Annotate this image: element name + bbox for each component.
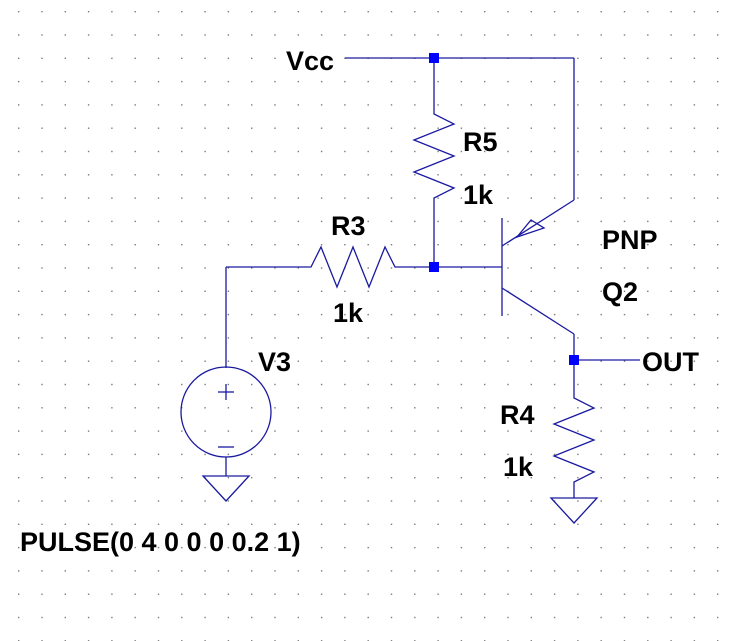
resistor-r5[interactable] (412, 106, 456, 208)
voltage-source-v3[interactable] (180, 366, 272, 458)
net-label-out: OUT (642, 347, 700, 377)
r5-value: 1k (463, 180, 494, 210)
q2-type: PNP (602, 225, 658, 255)
ground-v3-icon (201, 475, 251, 502)
r4-value: 1k (503, 452, 534, 482)
junction-base (429, 262, 439, 272)
net-label-vcc: Vcc (286, 46, 334, 76)
junction-vcc (429, 53, 439, 63)
r3-name: R3 (331, 211, 366, 241)
v3-name: V3 (258, 347, 291, 377)
transistor-q2-emitter-arrow (515, 219, 546, 239)
junction-out (569, 355, 579, 365)
transistor-q2-collector[interactable] (501, 287, 575, 335)
resistor-r4[interactable] (552, 390, 596, 498)
resistor-r3[interactable] (303, 245, 403, 289)
ground-r4-icon (549, 497, 599, 524)
r5-name: R5 (463, 127, 498, 157)
transistor-q2-emitter[interactable] (501, 199, 575, 247)
r4-name: R4 (500, 400, 535, 430)
v3-value: PULSE(0 4 0 0 0 0.2 1) (20, 527, 301, 557)
r3-value: 1k (333, 298, 364, 328)
q2-name: Q2 (602, 277, 638, 307)
